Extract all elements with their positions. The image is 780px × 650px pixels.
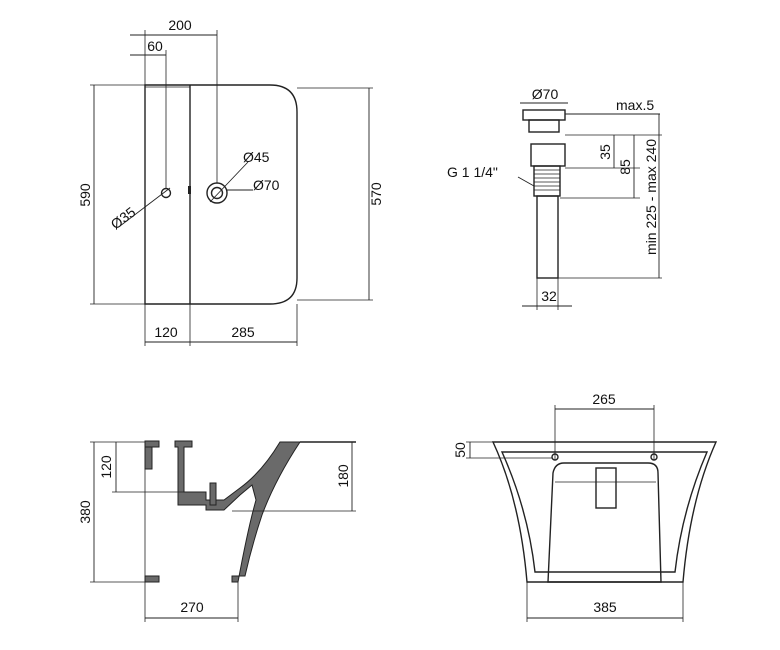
front-label-265: 265 xyxy=(592,391,616,407)
side-label-270: 270 xyxy=(180,599,204,615)
front-overflow xyxy=(595,467,617,509)
side-wall-top xyxy=(144,440,160,448)
tap-hole xyxy=(160,187,172,199)
side-label-180: 180 xyxy=(335,464,351,488)
front-label-385: 385 xyxy=(593,599,617,615)
front-view: 265 50 385 xyxy=(452,391,718,622)
dim-120-text: 120 xyxy=(154,324,178,340)
dim-570-text: 570 xyxy=(368,182,384,206)
overflow-mark xyxy=(188,186,191,194)
top-view: 200 60 590 570 120 285 Ø45 Ø70 Ø35 xyxy=(77,17,384,346)
drain-view: Ø70 max.5 35 85 min 225 - max 240 G 1 1/… xyxy=(447,86,662,310)
top-view-outline xyxy=(144,84,298,305)
drain-thread xyxy=(533,165,561,197)
side-bowl xyxy=(174,440,301,583)
leader-d35 xyxy=(119,187,171,227)
drain-label-35: 35 xyxy=(597,144,613,160)
side-wall-post xyxy=(144,446,153,470)
side-foot-left xyxy=(144,575,160,583)
drain-pipe xyxy=(536,195,559,279)
label-d35: Ø35 xyxy=(108,204,139,233)
side-view: 120 380 180 270 xyxy=(77,440,356,622)
drain-label-85: 85 xyxy=(617,159,633,175)
drain-label-thread: G 1 1/4" xyxy=(447,164,498,180)
drain-nut xyxy=(530,143,566,167)
dim-60-text: 60 xyxy=(147,38,163,54)
side-label-380: 380 xyxy=(77,500,93,524)
front-inner xyxy=(500,451,709,573)
drain-label-range: min 225 - max 240 xyxy=(643,139,659,255)
front-bowl xyxy=(547,462,662,583)
side-drain xyxy=(209,482,217,506)
label-d45: Ø45 xyxy=(243,149,270,165)
drain-cap xyxy=(522,109,566,121)
dim-200-text: 200 xyxy=(168,17,192,33)
leader-d45 xyxy=(209,161,249,203)
drain-label-max5: max.5 xyxy=(616,97,654,113)
label-d70: Ø70 xyxy=(253,177,280,193)
drain-label-32: 32 xyxy=(541,288,557,304)
leader-thread xyxy=(517,176,535,187)
dim-285-text: 285 xyxy=(231,324,255,340)
drain-cap-base xyxy=(528,119,560,133)
front-label-50: 50 xyxy=(452,442,468,458)
side-label-120: 120 xyxy=(98,455,114,479)
drain-label-d70: Ø70 xyxy=(532,86,559,102)
dim-590-text: 590 xyxy=(77,183,93,207)
drain-hole-inner xyxy=(210,186,224,200)
drain-thread-lines xyxy=(534,169,560,191)
